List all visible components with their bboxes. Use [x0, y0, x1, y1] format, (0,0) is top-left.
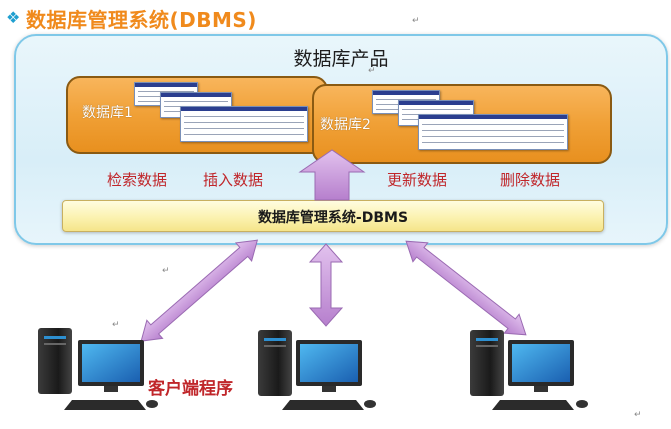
operation-insert: 插入数据 [203, 171, 264, 189]
panel-title: 数据库产品 [293, 48, 389, 70]
operation-retrieve: 检索数据 [107, 171, 168, 189]
client-computer-2-icon [258, 330, 376, 410]
diamond-bullet-icon: ❖ [6, 8, 21, 27]
database-2-box: 数据库2 [312, 84, 612, 164]
database-1-label: 数据库1 [82, 105, 133, 121]
table-thumbnail [418, 114, 568, 150]
center-double-arrow [308, 243, 344, 327]
database-1-box: 数据库1 [66, 76, 328, 154]
dbms-bar: 数据库管理系统-DBMS [62, 200, 604, 232]
client-computer-1-icon [38, 328, 158, 410]
client-computer-3-icon [470, 330, 588, 410]
database-2-label: 数据库2 [320, 117, 371, 133]
return-mark: ↵ [112, 320, 120, 330]
dbms-label: 数据库管理系统-DBMS [257, 210, 409, 226]
operation-update: 更新数据 [387, 171, 448, 189]
return-mark: ↵ [368, 66, 376, 76]
up-arrow-dbms-to-database [298, 149, 366, 201]
client-program-label: 客户端程序 [148, 379, 233, 399]
return-mark: ↵ [412, 16, 420, 26]
slide-title: 数据库管理系统(DBMS) [26, 8, 257, 32]
left-double-arrow [140, 239, 259, 342]
return-mark: ↵ [162, 266, 170, 276]
right-double-arrow [405, 240, 527, 336]
operation-delete: 删除数据 [500, 171, 561, 189]
table-thumbnail [180, 106, 308, 142]
return-mark: ↵ [634, 410, 642, 420]
